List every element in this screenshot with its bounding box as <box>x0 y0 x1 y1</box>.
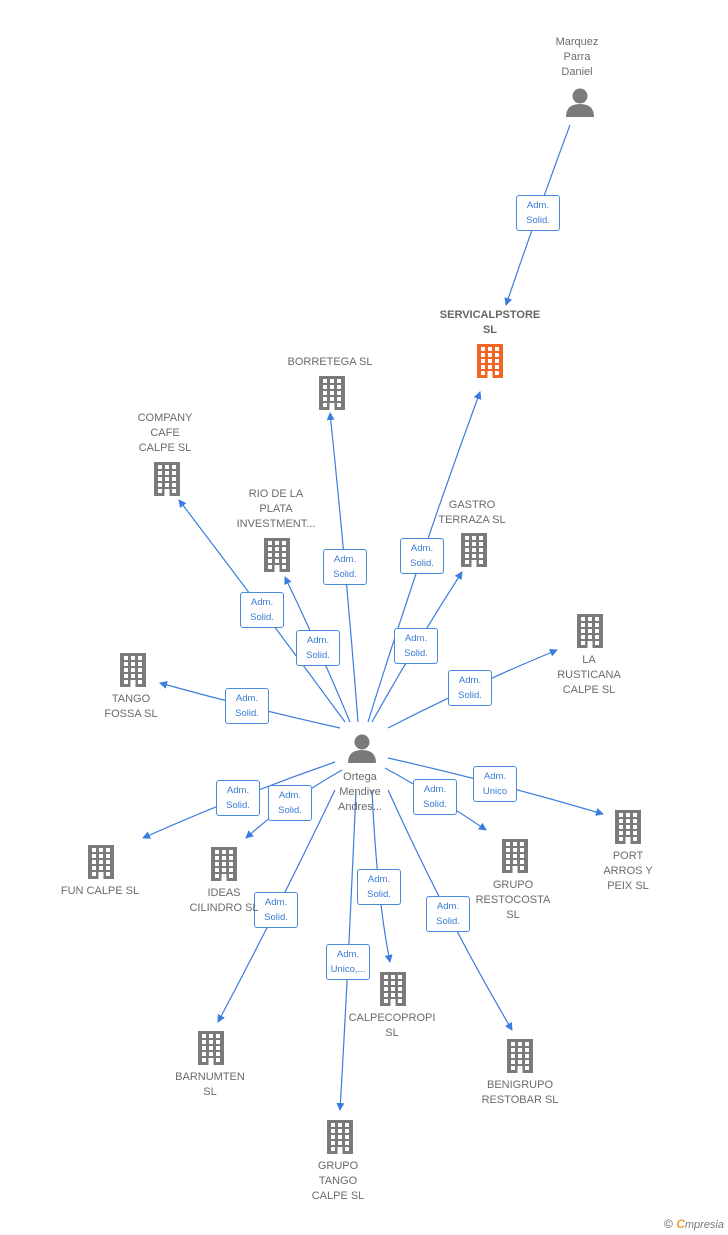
node-label-benigrupo[interactable]: BENIGRUPO RESTOBAR SL <box>481 1079 559 1106</box>
edge-label-grupo_restocosta[interactable]: Adm. Solid. <box>413 779 457 815</box>
node-label-grupo_restocosta[interactable]: GRUPO RESTOCOSTA SL <box>475 879 551 921</box>
node-label-gastro[interactable]: GASTRO TERRAZA SL <box>438 499 506 526</box>
node-label-servicalpstore[interactable]: SERVICALPSTORE SL <box>439 309 541 336</box>
building-icon[interactable] <box>211 847 237 881</box>
node-label-calpecopropi[interactable]: CALPECOPROPI SL <box>348 1012 436 1039</box>
building-icon[interactable] <box>507 1039 533 1073</box>
building-icon[interactable] <box>477 344 503 378</box>
edge-label-ideas_cilindro[interactable]: Adm. Solid. <box>268 785 312 821</box>
building-icon[interactable] <box>120 653 146 687</box>
edge-label-fun_calpe[interactable]: Adm. Solid. <box>216 780 260 816</box>
node-label-rio_plata[interactable]: RIO DE LA PLATA INVESTMENT... <box>236 488 316 530</box>
building-icon[interactable] <box>615 810 641 844</box>
edge-label-rio_plata[interactable]: Adm. Solid. <box>296 630 340 666</box>
node-label-grupo_tango[interactable]: GRUPO TANGO CALPE SL <box>311 1160 365 1202</box>
brand-logo-text[interactable]: mpresia <box>684 1219 724 1231</box>
node-label-tango_fossa[interactable]: TANGO FOSSA SL <box>104 693 158 720</box>
edge-label-port_arros[interactable]: Adm. Unico <box>473 766 517 802</box>
edge-label-tango_fossa[interactable]: Adm. Solid. <box>225 688 269 724</box>
node-label-fun_calpe[interactable]: FUN CALPE SL <box>60 885 140 897</box>
edge-label-grupo_tango[interactable]: Adm. Unico,... <box>326 944 370 980</box>
building-icon[interactable] <box>198 1031 224 1065</box>
brand-logo-initial[interactable]: C <box>676 1217 685 1231</box>
node-label-marquez[interactable]: Marquez Parra Daniel <box>555 36 599 78</box>
edge-label-calpecopropi[interactable]: Adm. Solid. <box>357 869 401 905</box>
building-icon[interactable] <box>380 972 406 1006</box>
building-icon[interactable] <box>319 376 345 410</box>
edge-label-benigrupo[interactable]: Adm. Solid. <box>426 896 470 932</box>
person-icon[interactable] <box>566 88 594 118</box>
edge-label-company_cafe[interactable]: Adm. Solid. <box>240 592 284 628</box>
building-icon[interactable] <box>154 462 180 496</box>
node-label-borretega[interactable]: BORRETEGA SL <box>287 356 373 368</box>
node-label-port_arros[interactable]: PORT ARROS Y PEIX SL <box>603 850 653 892</box>
edge-label-gastro[interactable]: Adm. Solid. <box>394 628 438 664</box>
node-label-ideas_cilindro[interactable]: IDEAS CILINDRO SL <box>189 887 259 914</box>
node-label-ortega[interactable]: Ortega Mendive Andres... <box>337 771 383 813</box>
building-icon[interactable] <box>264 538 290 572</box>
edge-label-servicalpstore[interactable]: Adm. Solid. <box>516 195 560 231</box>
building-icon[interactable] <box>461 533 487 567</box>
edge-label-la_rusticana[interactable]: Adm. Solid. <box>448 670 492 706</box>
icons-layer <box>88 88 641 1154</box>
edge-label-servicalpstore[interactable]: Adm. Solid. <box>400 538 444 574</box>
building-icon[interactable] <box>577 614 603 648</box>
node-label-barnumten[interactable]: BARNUMTEN SL <box>175 1071 245 1098</box>
copyright-icon: © <box>664 1217 673 1231</box>
footer: © Cmpresia <box>664 1217 724 1231</box>
building-icon[interactable] <box>327 1120 353 1154</box>
node-label-la_rusticana[interactable]: LA RUSTICANA CALPE SL <box>557 654 621 696</box>
building-icon[interactable] <box>88 845 114 879</box>
edges-layer <box>142 124 604 1111</box>
person-icon[interactable] <box>348 734 376 764</box>
edge-label-barnumten[interactable]: Adm. Solid. <box>254 892 298 928</box>
building-icon[interactable] <box>502 839 528 873</box>
node-label-company_cafe[interactable]: COMPANY CAFE CALPE SL <box>137 412 193 454</box>
edge-label-borretega[interactable]: Adm. Solid. <box>323 549 367 585</box>
